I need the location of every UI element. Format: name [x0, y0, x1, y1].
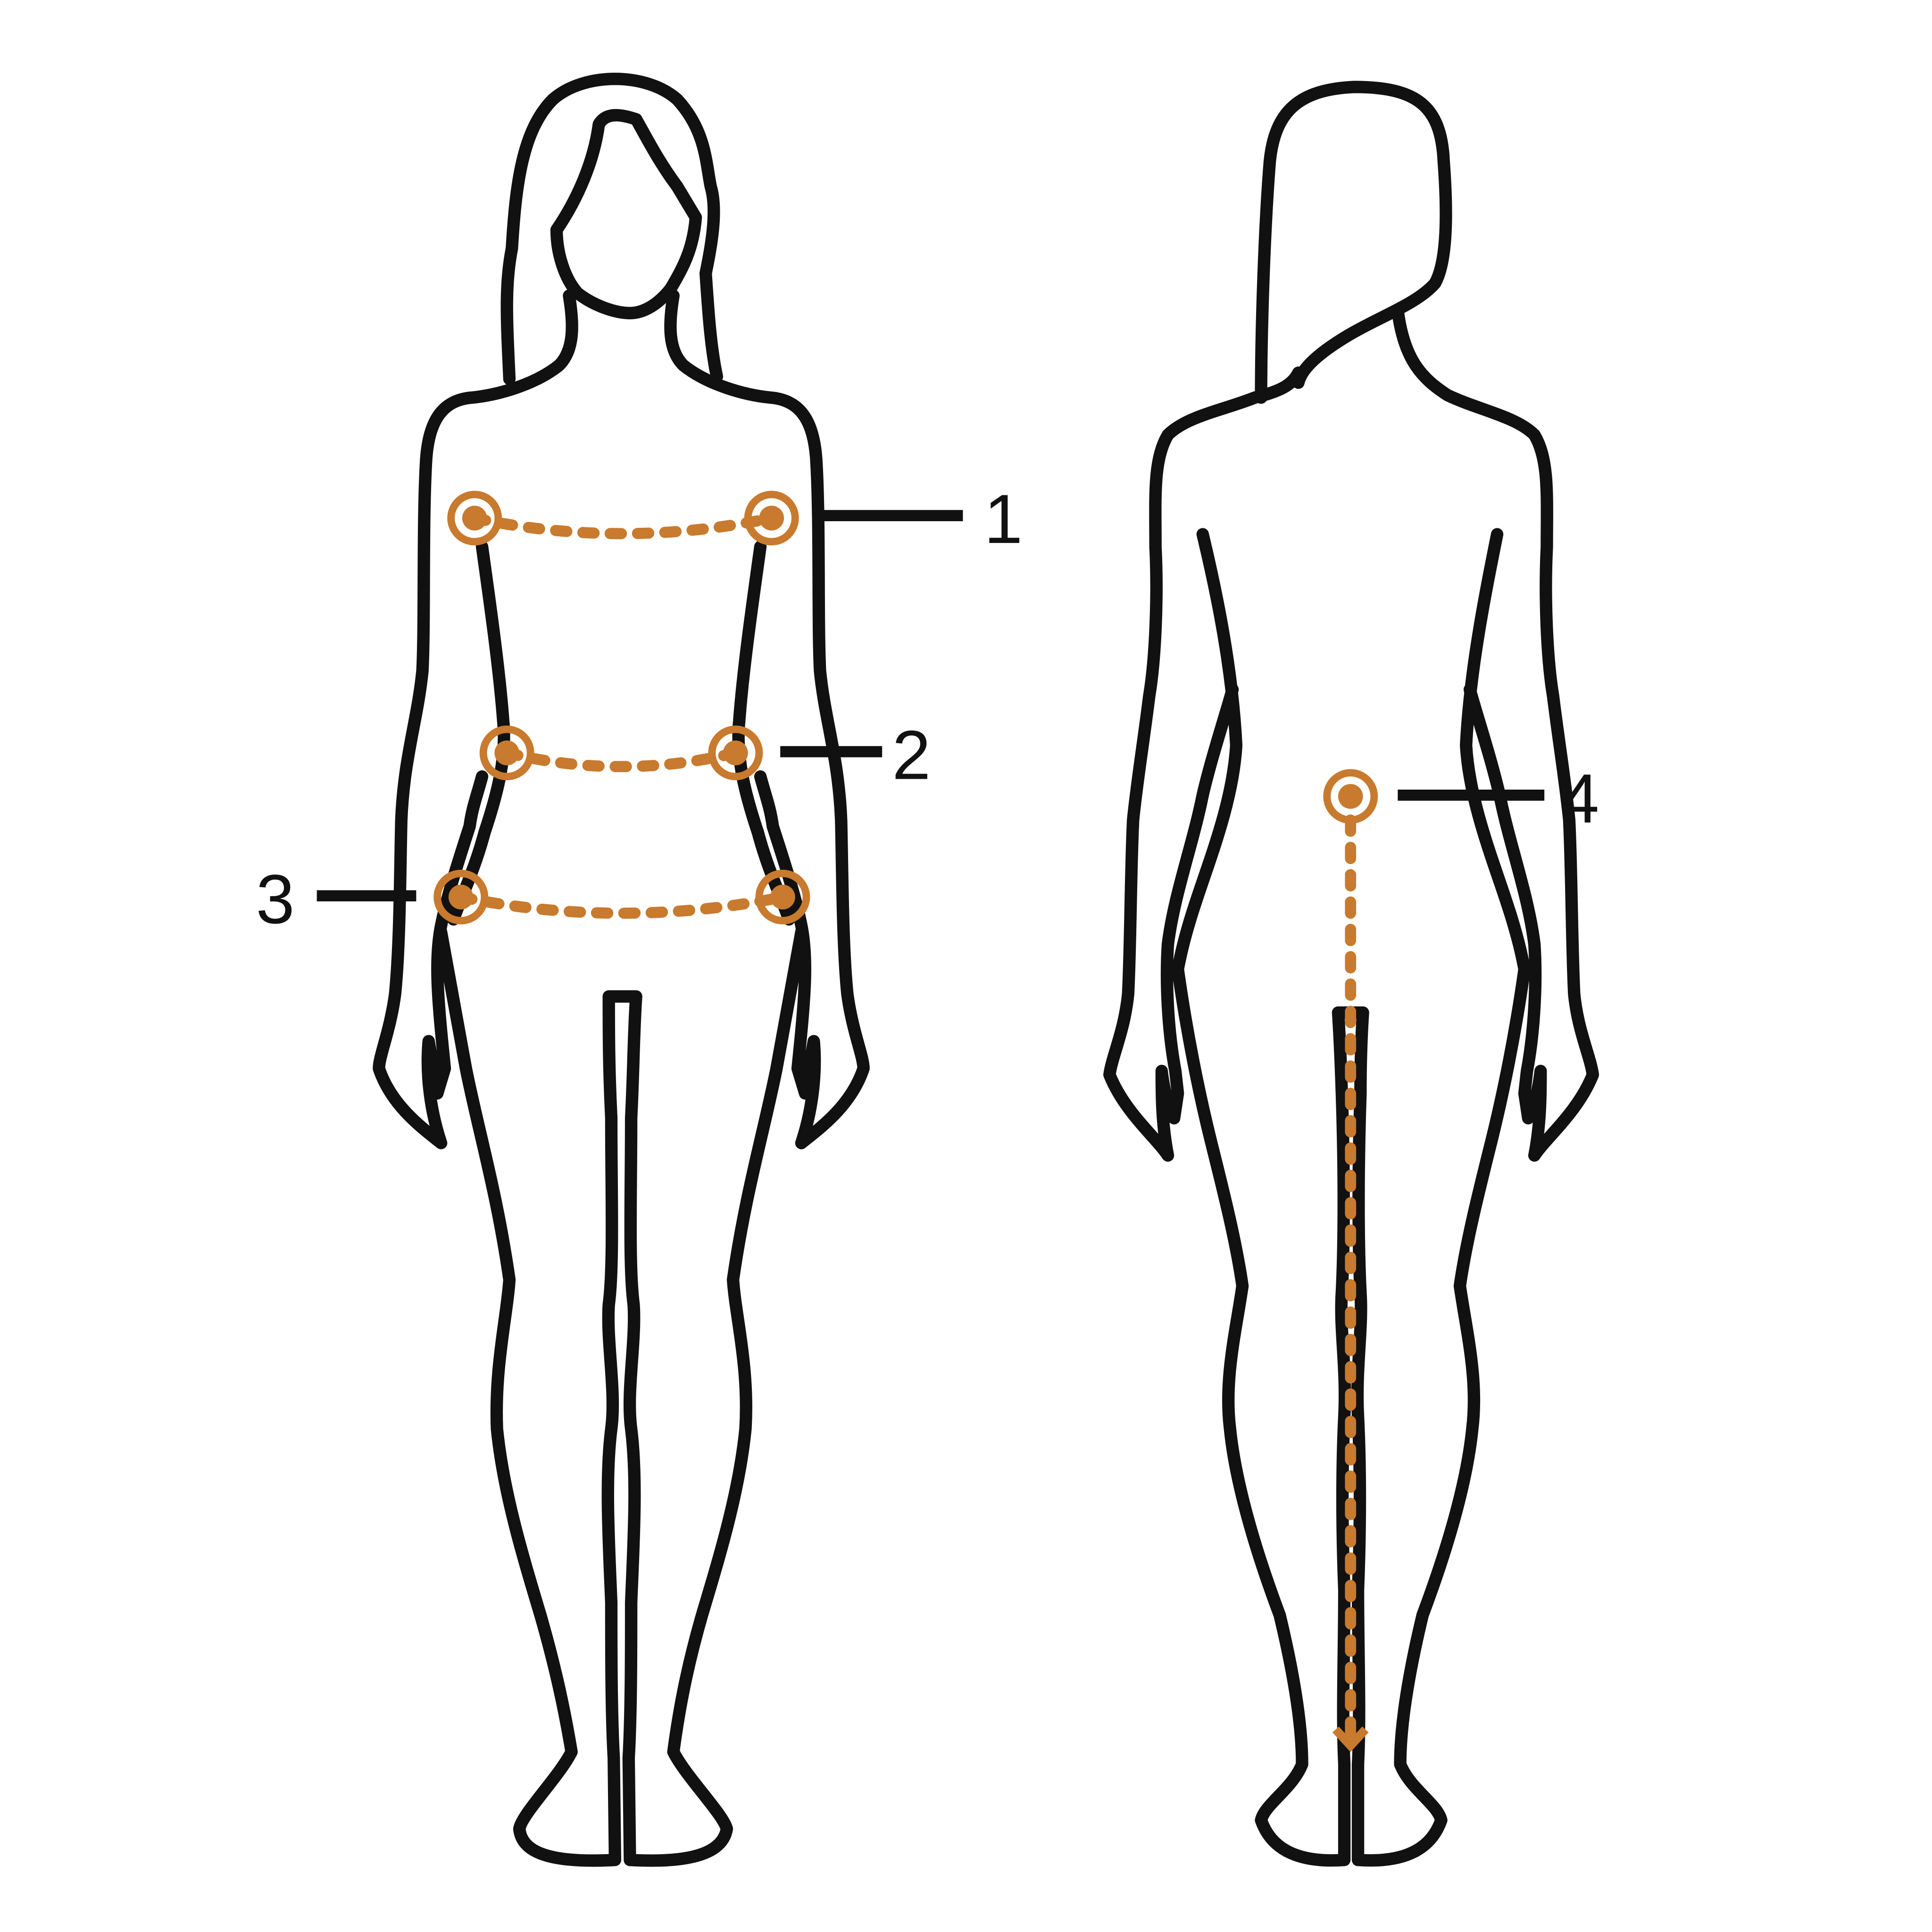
callouts: 1 2 3 4 — [256, 480, 1599, 938]
label-2: 2 — [892, 716, 931, 794]
label-1: 1 — [984, 480, 1023, 558]
front-face — [550, 109, 702, 319]
front-body — [373, 289, 870, 1867]
measurement-2-left-dot — [494, 740, 520, 766]
measurement-2-right-dot — [723, 740, 748, 766]
measurement-2-line — [501, 747, 741, 773]
measurement-4-ring — [1323, 769, 1378, 824]
back-figure — [1103, 81, 1599, 1867]
back-left-torso-line — [1171, 528, 1243, 975]
front-hair — [500, 73, 724, 385]
label-3: 3 — [256, 860, 295, 938]
measurement-markers — [433, 491, 1378, 1752]
front-figure — [373, 73, 870, 1867]
measurement-4-dot — [1338, 784, 1363, 809]
measurement-3-line — [455, 891, 789, 919]
measurement-3-right-dot — [770, 884, 795, 910]
measurement-2-right-ring — [708, 725, 763, 781]
measurement-1-left-dot — [462, 506, 487, 531]
measurement-4-arrowhead — [1332, 1726, 1369, 1752]
measurement-3-right-ring — [755, 869, 810, 924]
measurement-2-left-ring — [479, 725, 534, 781]
measurement-1-left-ring — [447, 491, 502, 546]
back-hair — [1255, 81, 1452, 404]
measurement-3-left-ring — [433, 869, 489, 924]
measurement-1-right-dot — [759, 506, 784, 531]
measurement-3-left-dot — [448, 884, 474, 910]
measurement-1-right-ring — [744, 491, 799, 546]
label-4: 4 — [1560, 760, 1599, 838]
measurement-1-line — [469, 512, 777, 540]
back-right-torso-line — [1460, 528, 1531, 975]
